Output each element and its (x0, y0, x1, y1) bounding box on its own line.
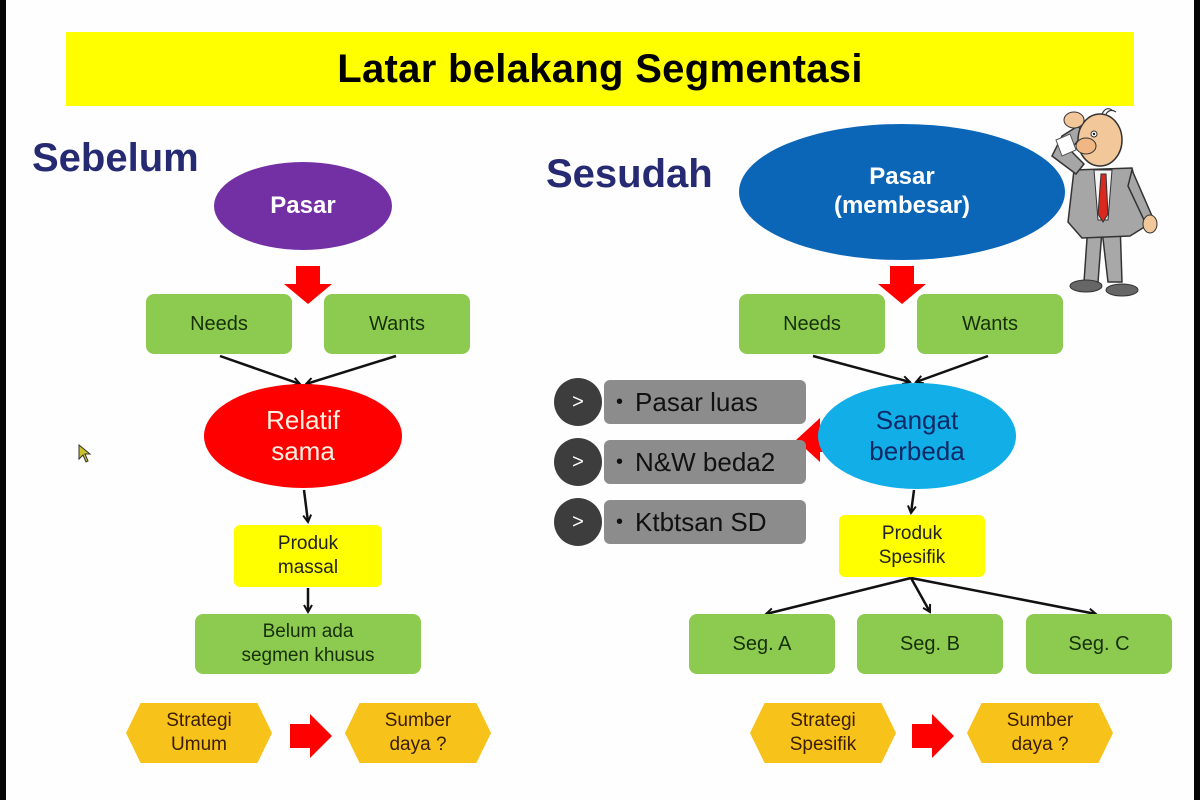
result-line2: sama (271, 436, 335, 466)
result-line1: Sangat (875, 404, 959, 435)
wants-label: Wants (962, 312, 1018, 335)
resources-hexagon-after: Sumber daya ? (967, 703, 1113, 763)
strategy-line1: Strategi (790, 710, 856, 732)
left-edge-bar (0, 0, 6, 800)
reason-pill: • N&W beda2 (604, 440, 806, 484)
segment-label: Seg. C (1068, 632, 1130, 655)
strategy-line1: Strategi (166, 710, 232, 732)
market-line2: (membesar) (833, 192, 971, 219)
strategy-line2: Umum (171, 734, 227, 755)
reason-text: N&W beda2 (635, 446, 776, 477)
segment-line1: Belum ada (262, 621, 354, 643)
needs-box-before: Needs (146, 294, 292, 354)
product-line2: Spesifik (878, 547, 946, 568)
before-label: Sebelum (32, 136, 199, 180)
title-banner: Latar belakang Segmentasi (66, 32, 1134, 106)
mouse-cursor-icon (78, 444, 92, 463)
resources-line2: daya ? (389, 734, 447, 755)
bullet-icon: • (616, 510, 624, 533)
relatively-same-ellipse: Relatif sama (204, 384, 402, 488)
no-segment-box: Belum ada segmen khusus (195, 614, 421, 674)
market-line1: Pasar (869, 163, 935, 191)
resources-hexagon-before: Sumber daya ? (345, 703, 491, 763)
segment-label: Seg. A (732, 632, 792, 655)
product-line1: Produk (881, 523, 943, 545)
reason-pill: • Ktbtsan SD (604, 500, 806, 544)
red-right-arrow-icon (290, 714, 332, 758)
segment-b-box: Seg. B (857, 614, 1003, 674)
reason-pill: • Pasar luas (604, 380, 806, 424)
chevron-right-icon: > (554, 378, 602, 426)
segment-line2: segmen khusus (241, 645, 375, 666)
confused-businessman-icon (1051, 108, 1158, 297)
resources-line1: Sumber (1006, 710, 1074, 732)
needs-box-after: Needs (739, 294, 885, 354)
segment-a-box: Seg. A (689, 614, 835, 674)
reason-text: Pasar luas (635, 386, 758, 417)
very-different-ellipse: Sangat berbeda (818, 383, 1016, 489)
wants-box-before: Wants (324, 294, 470, 354)
red-right-arrow-icon (912, 714, 954, 758)
market-ellipse-before: Pasar (214, 162, 392, 250)
after-label: Sesudah (546, 152, 713, 196)
needs-label: Needs (783, 312, 841, 335)
resources-line1: Sumber (384, 710, 452, 732)
bullet-icon: • (616, 450, 624, 473)
result-line2: berbeda (869, 436, 965, 466)
resources-line2: daya ? (1011, 734, 1069, 755)
strategy-line2: Spesifik (789, 734, 857, 755)
mass-product-box: Produk massal (234, 525, 382, 587)
chevron-right-icon: > (554, 438, 602, 486)
market-ellipse-after: Pasar (membesar) (739, 124, 1065, 260)
market-label: Pasar (270, 191, 336, 219)
segment-label: Seg. B (899, 632, 961, 655)
wants-label: Wants (369, 312, 425, 335)
specific-strategy-hexagon: Strategi Spesifik (750, 703, 896, 763)
wants-box-after: Wants (917, 294, 1063, 354)
reason-item: > • Pasar luas (554, 378, 808, 426)
general-strategy-hexagon: Strategi Umum (126, 703, 272, 763)
specific-product-box: Produk Spesifik (839, 515, 985, 577)
product-line1: Produk (277, 533, 339, 555)
page-title: Latar belakang Segmentasi (337, 46, 863, 91)
segment-c-box: Seg. C (1026, 614, 1172, 674)
bullet-icon: • (616, 390, 624, 413)
chevron-right-icon: > (554, 498, 602, 546)
reason-item: > • N&W beda2 (554, 438, 808, 486)
needs-label: Needs (190, 312, 248, 335)
reason-text: Ktbtsan SD (635, 506, 767, 537)
right-edge-bar (1194, 0, 1200, 800)
reason-item: > • Ktbtsan SD (554, 498, 808, 546)
product-line2: massal (277, 557, 339, 578)
result-line1: Relatif (266, 404, 340, 435)
